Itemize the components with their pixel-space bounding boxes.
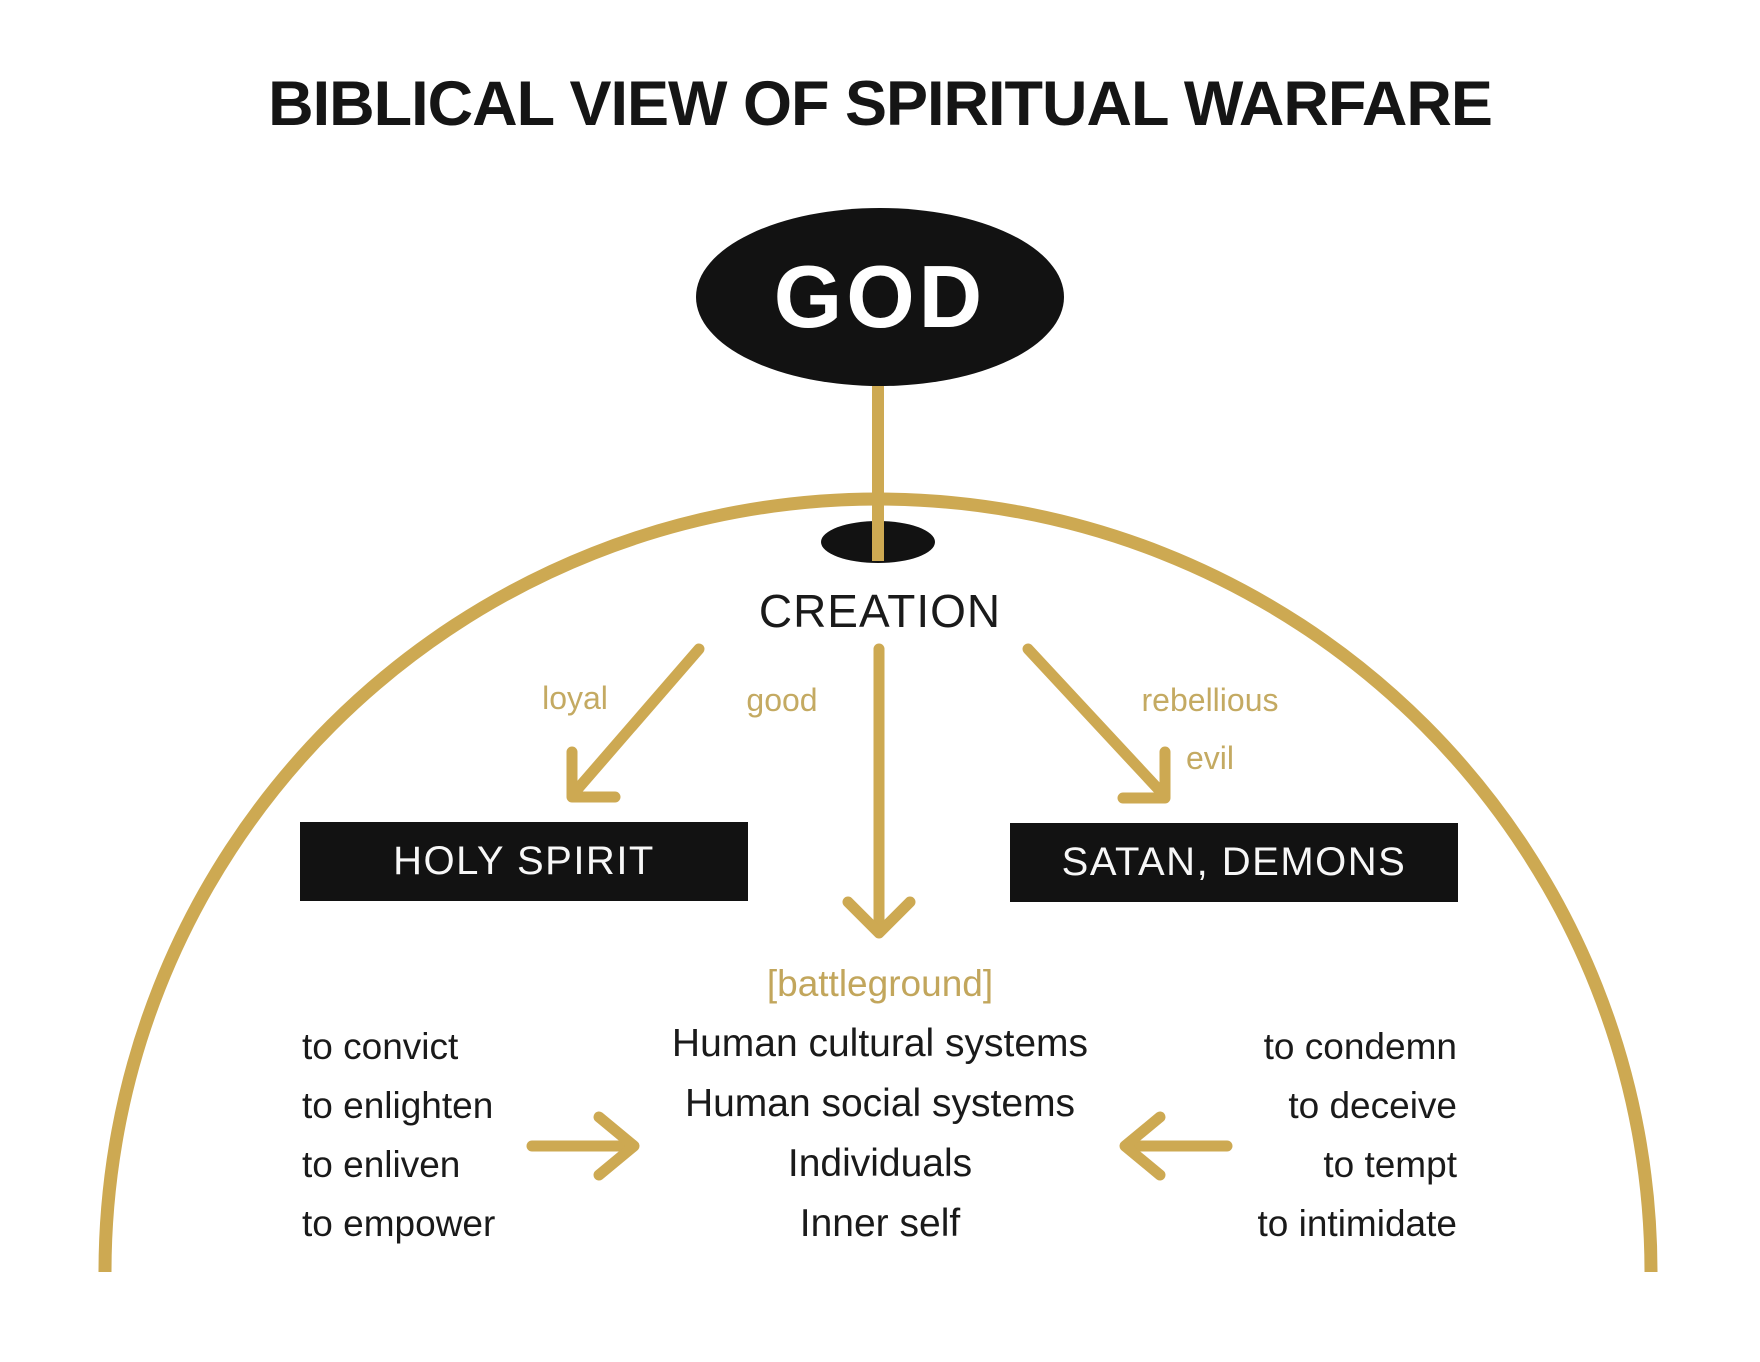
edge-label-evil: evil (1185, 740, 1234, 776)
satan-demons-node: SATAN, DEMONS (1010, 823, 1458, 902)
holy-spirit-node-label: HOLY SPIRIT (393, 839, 655, 883)
list-item: to enlighten (302, 1085, 494, 1126)
page-title: BIBLICAL VIEW OF SPIRITUAL WARFARE (268, 69, 1493, 139)
satan-demons-node-label: SATAN, DEMONS (1061, 840, 1407, 884)
list-item: to convict (302, 1026, 459, 1067)
holy-spirit-actions-list: to convict to enlighten to enliven to em… (302, 1017, 522, 1253)
list-item: to enliven (302, 1144, 461, 1185)
arrow-creation-to-holy-spirit (566, 643, 705, 803)
list-item: to deceive (1288, 1085, 1457, 1126)
arrow-creation-to-satan (1022, 643, 1171, 804)
edge-label-loyal: loyal (542, 680, 608, 716)
arrow-holy-spirit-to-battleground (526, 1111, 640, 1181)
god-node-label: GOD (773, 247, 987, 346)
list-item: Individuals (787, 1142, 973, 1185)
battleground-label: [battleground] (766, 963, 994, 1004)
battleground-items-list: Human cultural systems Human social syst… (650, 1014, 1110, 1254)
list-item: to condemn (1263, 1026, 1457, 1067)
arrow-creation-to-battleground (842, 643, 916, 939)
satan-actions-list: to condemn to deceive to tempt to intimi… (1230, 1017, 1458, 1253)
list-item: Inner self (799, 1202, 961, 1245)
list-item: Human social systems (684, 1082, 1076, 1125)
list-item: to tempt (1323, 1144, 1457, 1185)
creation-node-label: CREATION (758, 585, 1002, 637)
god-node: GOD (696, 208, 1064, 386)
arrow-satan-to-battleground (1119, 1111, 1233, 1181)
list-item: to empower (302, 1203, 496, 1244)
list-item: Human cultural systems (671, 1022, 1089, 1065)
holy-spirit-node: HOLY SPIRIT (300, 822, 748, 901)
list-item: to intimidate (1257, 1203, 1458, 1244)
edge-label-good: good (746, 682, 818, 718)
edge-label-rebellious: rebellious (1141, 682, 1279, 718)
